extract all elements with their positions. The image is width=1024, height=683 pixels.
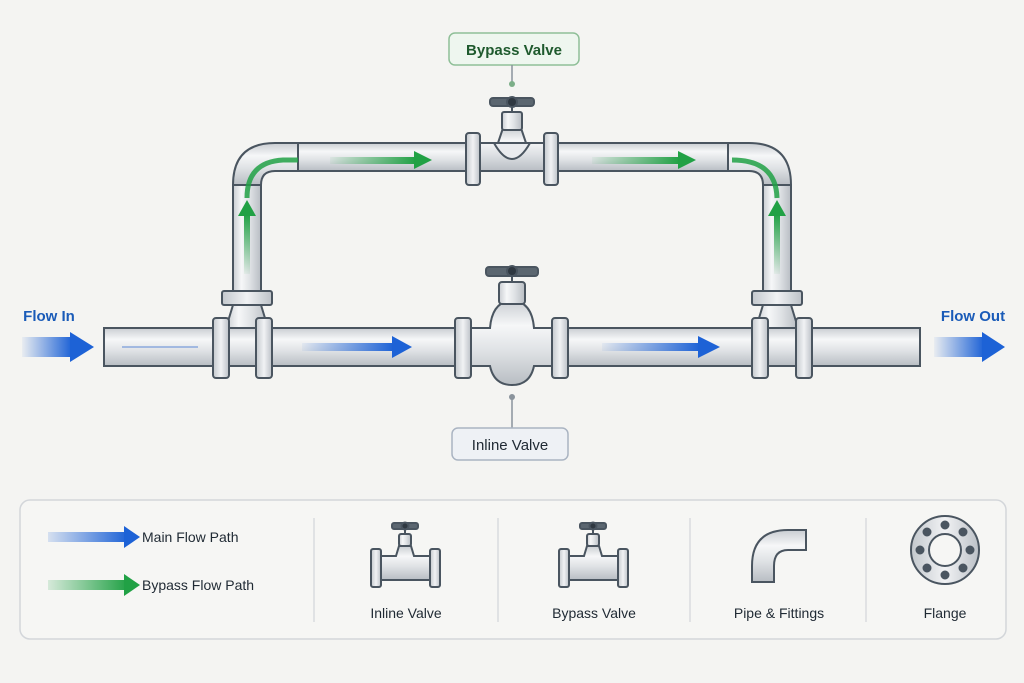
inline-valve-label: Inline Valve — [472, 437, 548, 454]
main-flow-swatch — [48, 532, 128, 542]
flange-icon — [910, 515, 980, 585]
legend-main-flow-label: Main Flow Path — [142, 529, 238, 545]
flow-out-label: Flow Out — [941, 308, 1005, 325]
bypass-valve-callout: Bypass Valve — [448, 32, 580, 87]
bypass-valve-icon — [558, 521, 629, 588]
flow-out-arrow-shaft — [934, 337, 984, 357]
main-flanges — [212, 317, 813, 379]
legend: Main Flow Path Bypass Flow Path Inline V… — [19, 499, 1007, 640]
flow-in-arrow-head — [70, 332, 94, 362]
legend-bypass-valve-label: Bypass Valve — [552, 605, 636, 621]
legend-pipe-fittings-label: Pipe & Fittings — [734, 605, 824, 621]
inline-valve-callout: Inline Valve — [451, 394, 569, 461]
legend-flange-label: Flange — [924, 605, 967, 621]
bypass-flow-arrows — [238, 151, 786, 274]
pipe-elbow-icon — [751, 529, 807, 583]
legend-inline-valve-label: Inline Valve — [370, 605, 442, 621]
inline-valve — [470, 265, 553, 387]
bypass-flow-swatch — [48, 580, 128, 590]
bypass-valve — [465, 96, 559, 186]
flow-in-arrow-shaft — [22, 337, 72, 357]
bypass-valve-label: Bypass Valve — [466, 42, 562, 59]
flow-in-label: Flow In — [23, 308, 75, 325]
main-flow-arrows — [22, 332, 1005, 362]
legend-bypass-flow-label: Bypass Flow Path — [142, 577, 254, 593]
inline-valve-icon — [370, 521, 441, 588]
flow-out-arrow-head — [982, 332, 1005, 362]
